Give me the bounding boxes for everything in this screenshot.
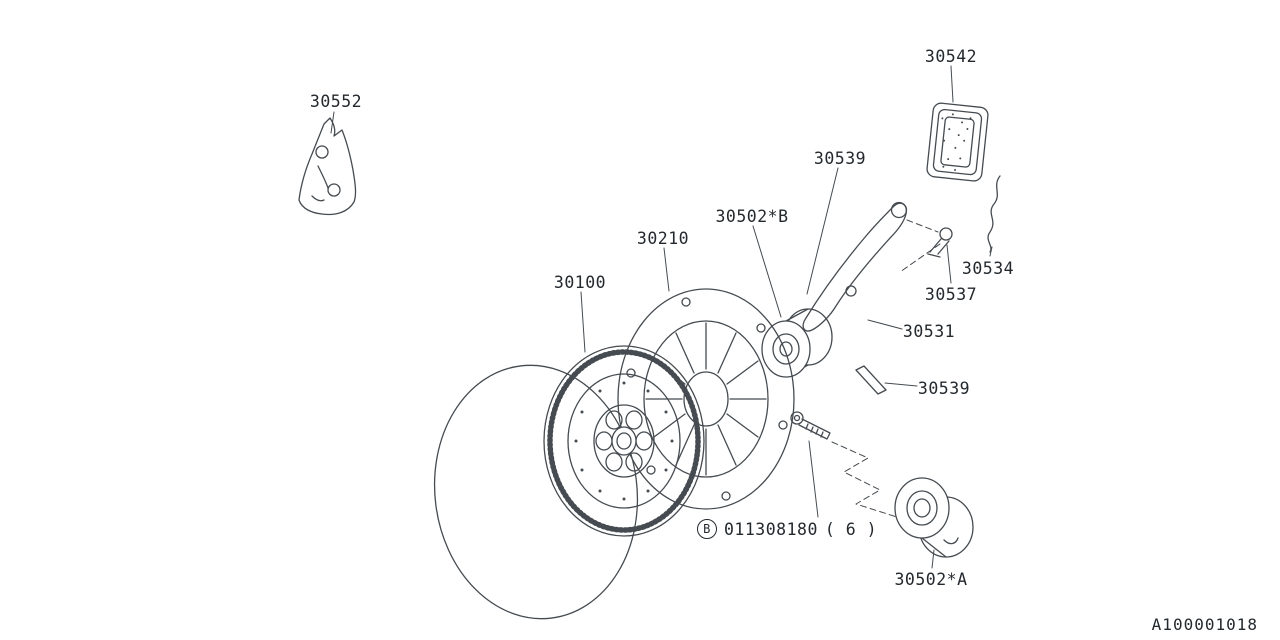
circled-b-marker: B (697, 519, 717, 539)
part-label-30534: 30534 (961, 259, 1015, 278)
release-bearing-a-part (894, 477, 974, 558)
part-label-30539-bottom: 30539 (917, 379, 971, 398)
part-label-30542: 30542 (924, 47, 978, 66)
flywheel-part (433, 364, 639, 620)
spring-clip-part (987, 175, 1001, 253)
part-label-30100: 30100 (553, 273, 607, 292)
diagram-id: A100001018 (1151, 615, 1258, 634)
part-label-30531: 30531 (902, 322, 956, 341)
part-label-30539-top: 30539 (813, 149, 867, 168)
flange-bolt-part (790, 411, 831, 440)
release-bearing-b-part (761, 308, 833, 378)
bolt-part-number: 011308180 (724, 519, 818, 539)
bolt-quantity: ( 6 ) (824, 519, 878, 539)
leader-lines (330, 65, 993, 569)
dashed-links (831, 219, 941, 519)
pivot-stud-part (927, 227, 953, 258)
pad-part (926, 102, 989, 182)
part-label-30502b: 30502*B (715, 207, 789, 226)
part-label-30537: 30537 (924, 285, 978, 304)
clutch-fork-part (802, 201, 908, 332)
clutch-disc-part (543, 345, 705, 537)
bracket-part (298, 117, 357, 216)
clutch-cover-part (617, 288, 795, 510)
bolt-callout: B 011308180 ( 6 ) (697, 519, 877, 539)
part-label-30552: 30552 (309, 92, 363, 111)
fork-clip-part (855, 365, 887, 395)
part-label-30210: 30210 (636, 229, 690, 248)
part-label-30502a: 30502*A (894, 570, 968, 589)
